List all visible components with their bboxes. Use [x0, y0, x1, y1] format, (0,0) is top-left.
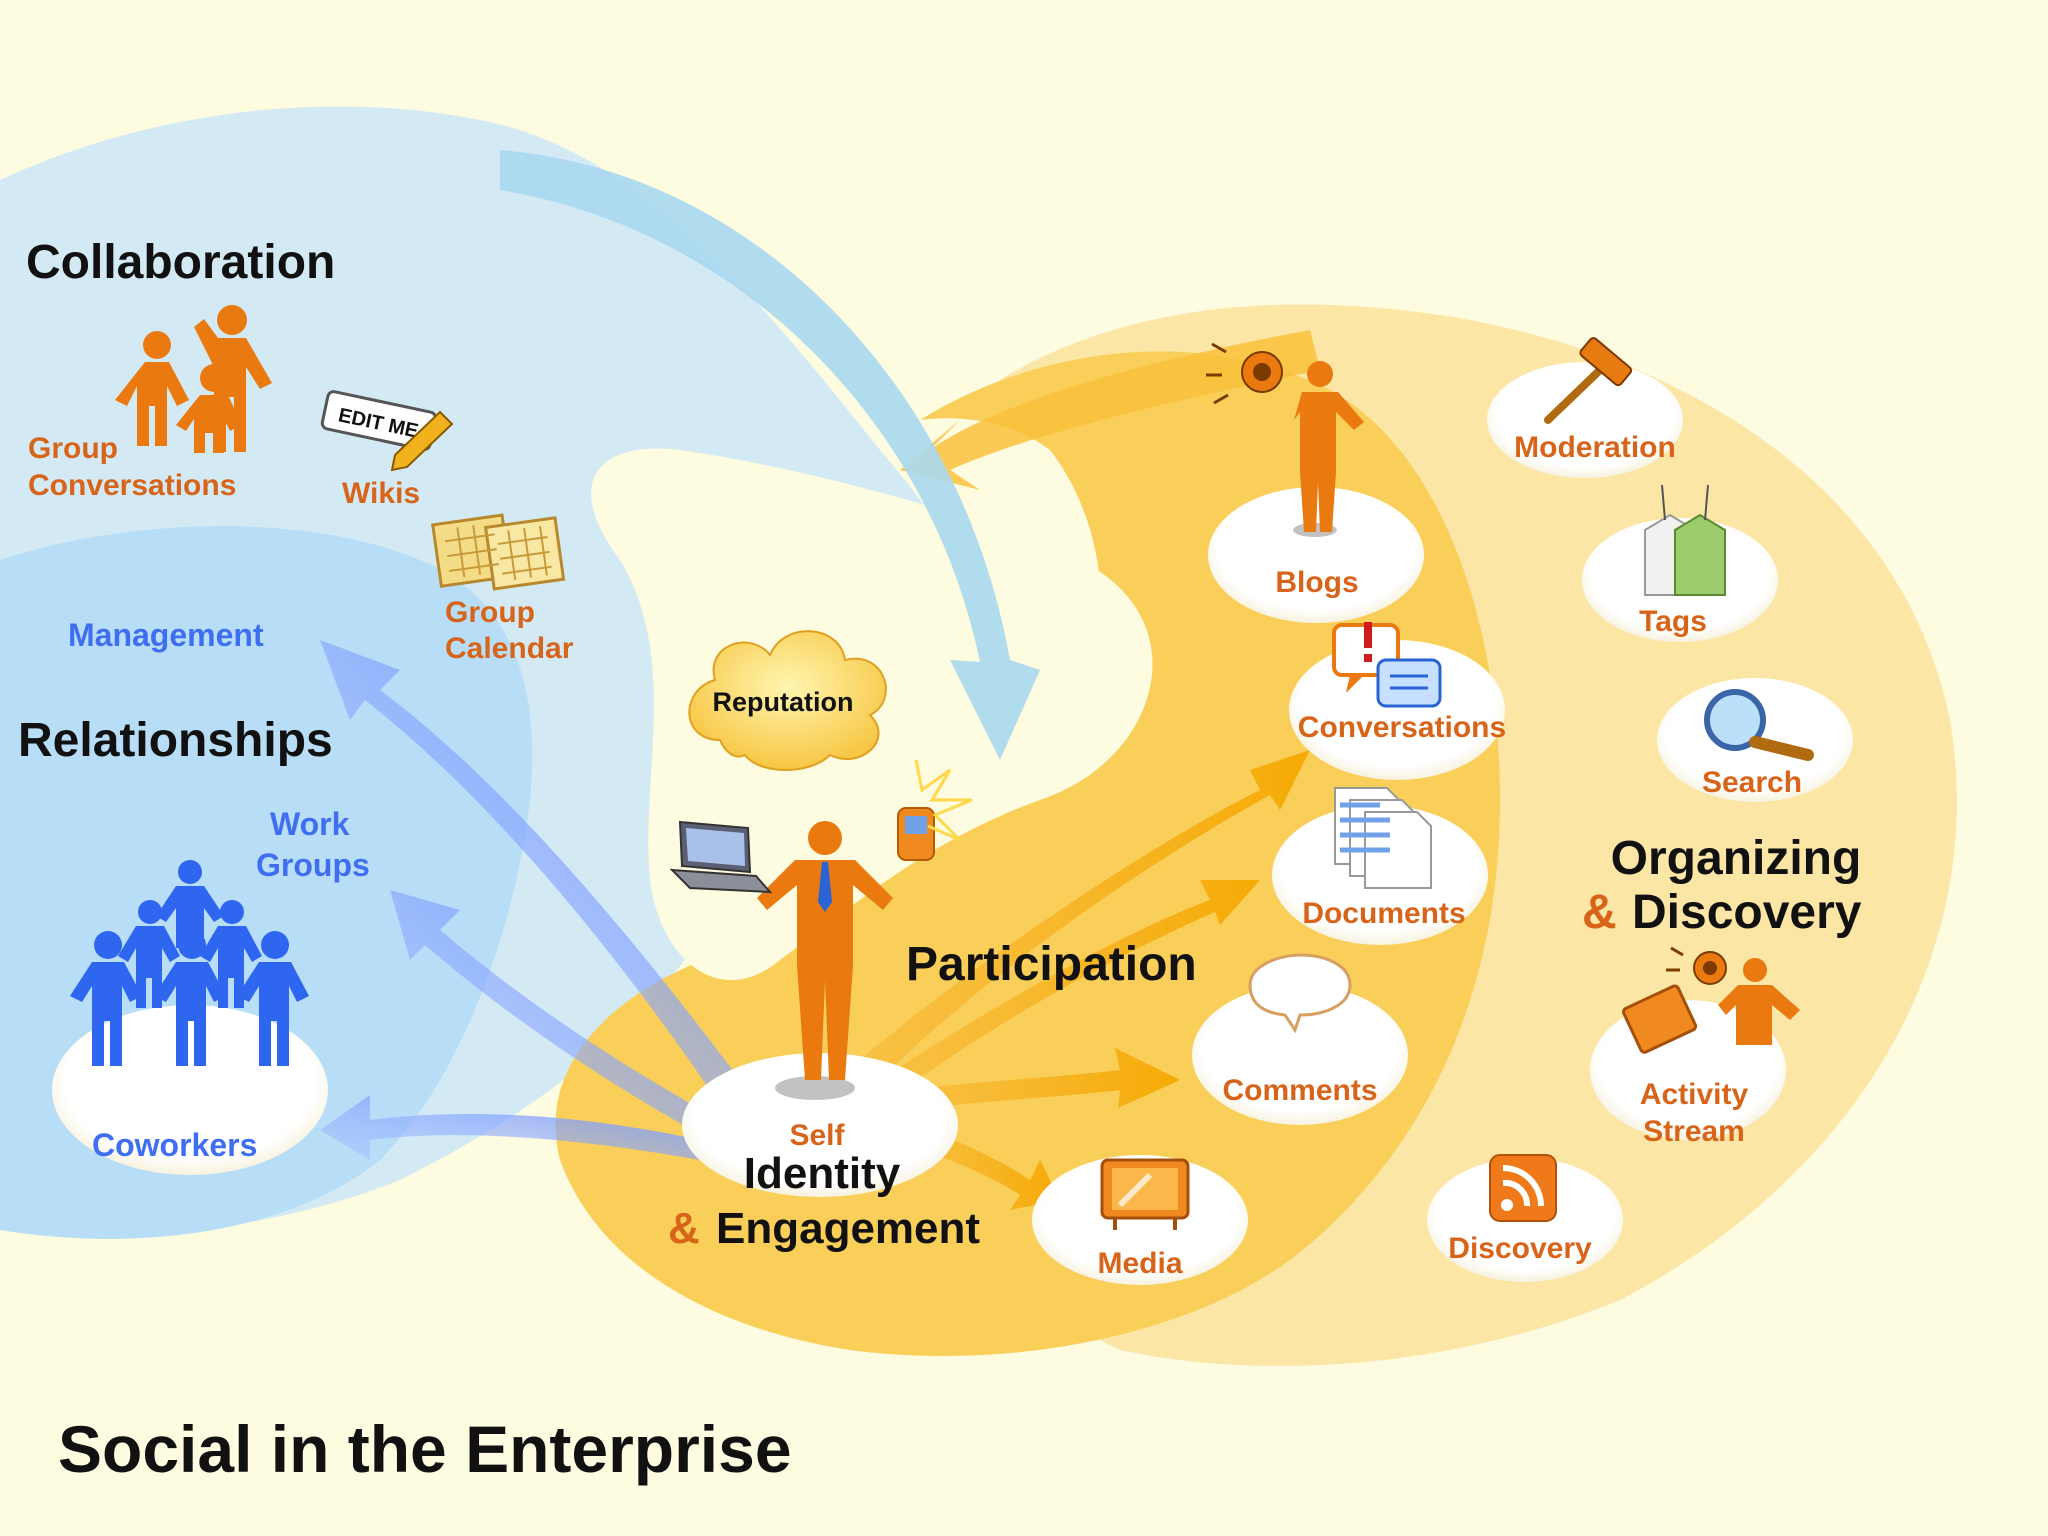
- relationships-title: Relationships: [18, 714, 333, 767]
- activity-stream-icon: [1622, 946, 1800, 1054]
- conversations-label: Conversations: [1298, 711, 1506, 744]
- media-label: Media: [1097, 1247, 1182, 1280]
- group-calendar-label-2: Calendar: [445, 632, 574, 665]
- arrow-to-comments: [900, 1048, 1180, 1110]
- discovery-title: Discovery: [1632, 886, 1862, 939]
- organizing-ampersand: &: [1582, 886, 1617, 939]
- moderation-gavel-icon: [1544, 337, 1633, 424]
- arrow-to-coworkers: [320, 1095, 700, 1160]
- blogs-icon: [1206, 342, 1364, 537]
- work-groups-label-2: Groups: [256, 847, 370, 883]
- reputation-cloud-icon: [688, 630, 887, 771]
- organizing-title: Organizing: [1611, 832, 1862, 885]
- comments-label: Comments: [1222, 1074, 1377, 1107]
- activity-stream-label-1: Activity: [1640, 1078, 1749, 1111]
- arrow-to-conversations: [860, 750, 1310, 1080]
- management-label: Management: [68, 617, 264, 653]
- blue-curved-arrow: [500, 150, 1040, 760]
- orange-curved-arrow: [900, 330, 1320, 490]
- group-conversations-label-1: Group: [28, 432, 118, 465]
- discovery-label: Discovery: [1448, 1232, 1592, 1265]
- identity-ampersand: &: [668, 1204, 700, 1253]
- participation-title: Participation: [906, 938, 1197, 991]
- group-conversations-label-2: Conversations: [28, 469, 236, 502]
- group-conversations-icon: [115, 305, 272, 453]
- arrow-to-documents: [880, 880, 1260, 1100]
- search-magnifier-icon: [1704, 689, 1814, 761]
- moderation-label: Moderation: [1514, 431, 1676, 464]
- documents-icon: [1334, 787, 1432, 889]
- coworkers-icon: [70, 860, 309, 1066]
- self-person-icon: [669, 759, 973, 1100]
- documents-label: Documents: [1302, 897, 1465, 930]
- activity-stream-label-2: Stream: [1643, 1115, 1745, 1148]
- search-label: Search: [1702, 766, 1802, 799]
- coworkers-label: Coworkers: [92, 1127, 257, 1163]
- identity-title: Identity: [744, 1149, 901, 1198]
- discovery-rss-icon: [1489, 1154, 1557, 1222]
- work-groups-label-1: Work: [270, 806, 350, 842]
- blogs-label: Blogs: [1275, 566, 1358, 599]
- engagement-title: Engagement: [716, 1204, 980, 1253]
- conversations-icon: [1332, 622, 1442, 708]
- collaboration-title: Collaboration: [26, 236, 335, 289]
- group-calendar-label-1: Group: [445, 596, 535, 629]
- tags-label: Tags: [1639, 605, 1707, 638]
- tags-icon: [1644, 484, 1726, 596]
- arrow-to-work-groups: [390, 890, 720, 1140]
- wikis-edit-me-icon: EDIT ME: [320, 390, 454, 472]
- group-calendar-icon: [431, 513, 566, 591]
- media-icon: [1100, 1158, 1190, 1230]
- reputation-label: Reputation: [713, 687, 854, 717]
- wikis-label: Wikis: [342, 477, 420, 510]
- self-label: Self: [789, 1119, 845, 1152]
- page-title: Social in the Enterprise: [58, 1412, 792, 1486]
- comments-icon: [1248, 953, 1352, 1034]
- arrow-to-management: [320, 640, 740, 1090]
